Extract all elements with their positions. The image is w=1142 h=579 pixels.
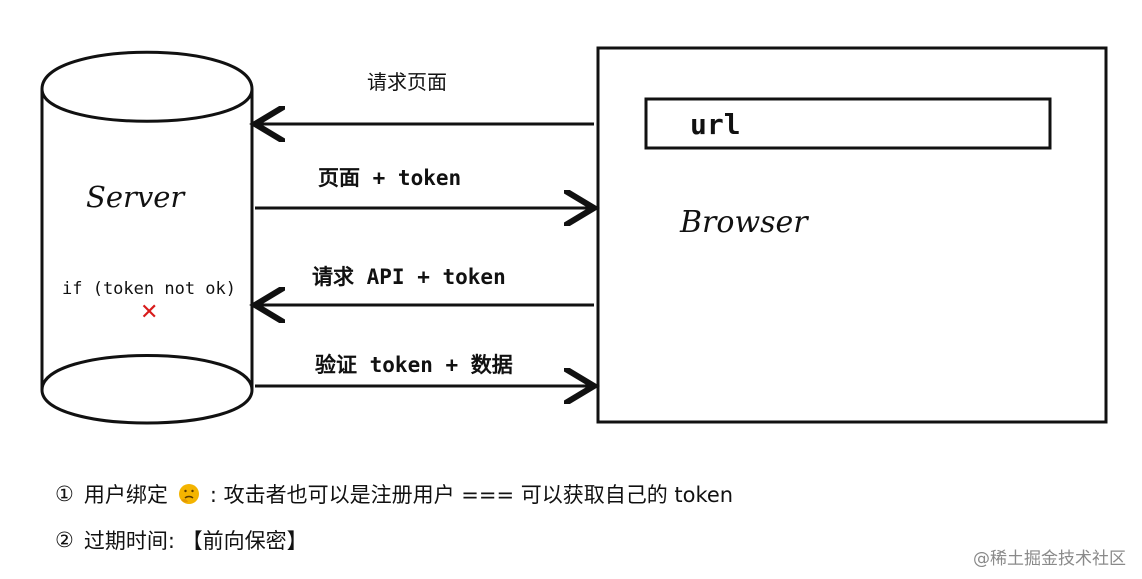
request-api-token-label: 请求 API + token <box>312 265 506 289</box>
note-2-text: 过期时间: 【前向保密】 <box>83 529 308 553</box>
server-top-ellipse <box>40 50 254 123</box>
server-bottom-ellipse <box>40 354 254 425</box>
watermark-text: @稀土掘金技术社区 <box>973 549 1126 569</box>
verify-token-data-label: 验证 token + 数据 <box>315 353 513 377</box>
page-token-label: 页面 + token <box>318 166 462 190</box>
browser-title: Browser <box>680 205 808 240</box>
request-page-label: 请求页面 <box>367 70 447 94</box>
reject-mark-icon: ✕ <box>140 300 159 325</box>
note-expiration: ② 过期时间: 【前向保密】 <box>55 525 308 555</box>
browser-frame <box>596 46 1108 424</box>
url-bar <box>644 97 1052 150</box>
arrows <box>255 124 594 386</box>
server-title: Server <box>86 180 185 214</box>
browser-window <box>596 46 1108 424</box>
token-condition: if (token not ok) <box>62 279 236 299</box>
url-label: url <box>690 108 741 141</box>
thinking-face-icon <box>178 483 200 505</box>
note-1-text-a: 用户绑定 <box>83 483 168 507</box>
note-1-text-b: : 攻击者也可以是注册用户 === 可以获取自己的 token <box>209 483 734 507</box>
server-cylinder <box>40 50 254 425</box>
note-1-marker: ① <box>55 482 74 506</box>
note-2-marker: ② <box>55 528 74 552</box>
note-user-binding: ① 用户绑定 : 攻击者也可以是注册用户 === 可以获取自己的 token <box>55 479 733 509</box>
thinking-face-svg <box>178 484 199 504</box>
